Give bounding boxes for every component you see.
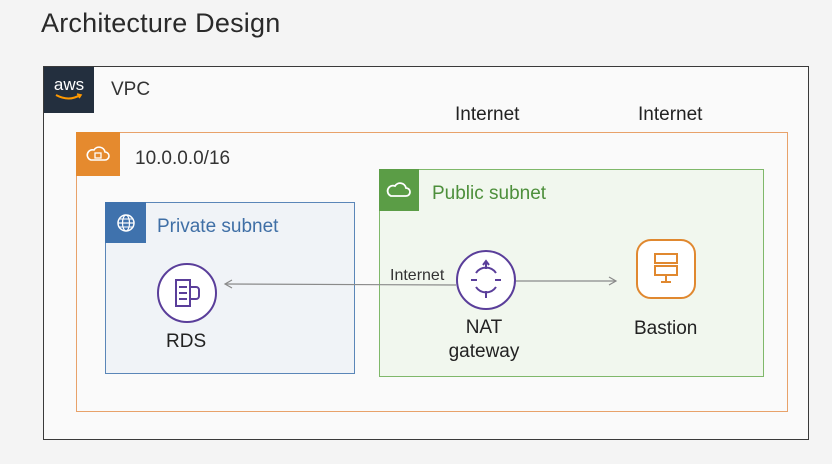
public-subnet-label: Public subnet (432, 183, 547, 204)
nat-label-line-2: gateway (448, 341, 520, 362)
public-subnet-badge (379, 169, 419, 211)
private-subnet (105, 202, 355, 374)
nat-gateway-label: NAT gateway (440, 316, 528, 364)
rds-label: RDS (166, 331, 207, 352)
cloud-icon (386, 182, 411, 197)
cidr-container (76, 132, 788, 412)
connection-internet-label: Internet (390, 267, 445, 284)
internet-label-2: Internet (638, 104, 703, 125)
aws-badge: aws (44, 67, 94, 113)
public-subnet (379, 169, 764, 377)
bastion-host-icon[interactable] (635, 238, 697, 300)
internet-label-1: Internet (455, 104, 520, 125)
private-subnet-badge (105, 202, 146, 243)
nat-gateway-icon[interactable] (455, 249, 517, 311)
cloud-icon (86, 146, 110, 161)
bastion-arrowhead (608, 276, 618, 286)
cidr-label: 10.0.0.0/16 (135, 148, 231, 169)
rds-nat-connection (225, 283, 457, 286)
rds-arrowhead (223, 279, 233, 289)
database-icon[interactable] (156, 262, 218, 324)
aws-smile-icon (55, 92, 83, 99)
page-title: Architecture Design (41, 8, 281, 38)
nat-label-line-1: NAT (465, 317, 503, 338)
aws-logo-text: aws (53, 74, 85, 94)
private-subnet-label: Private subnet (157, 216, 279, 237)
bastion-label: Bastion (634, 318, 698, 339)
vpc-label: VPC (111, 79, 151, 100)
globe-icon (116, 213, 135, 232)
cidr-badge (76, 132, 120, 176)
